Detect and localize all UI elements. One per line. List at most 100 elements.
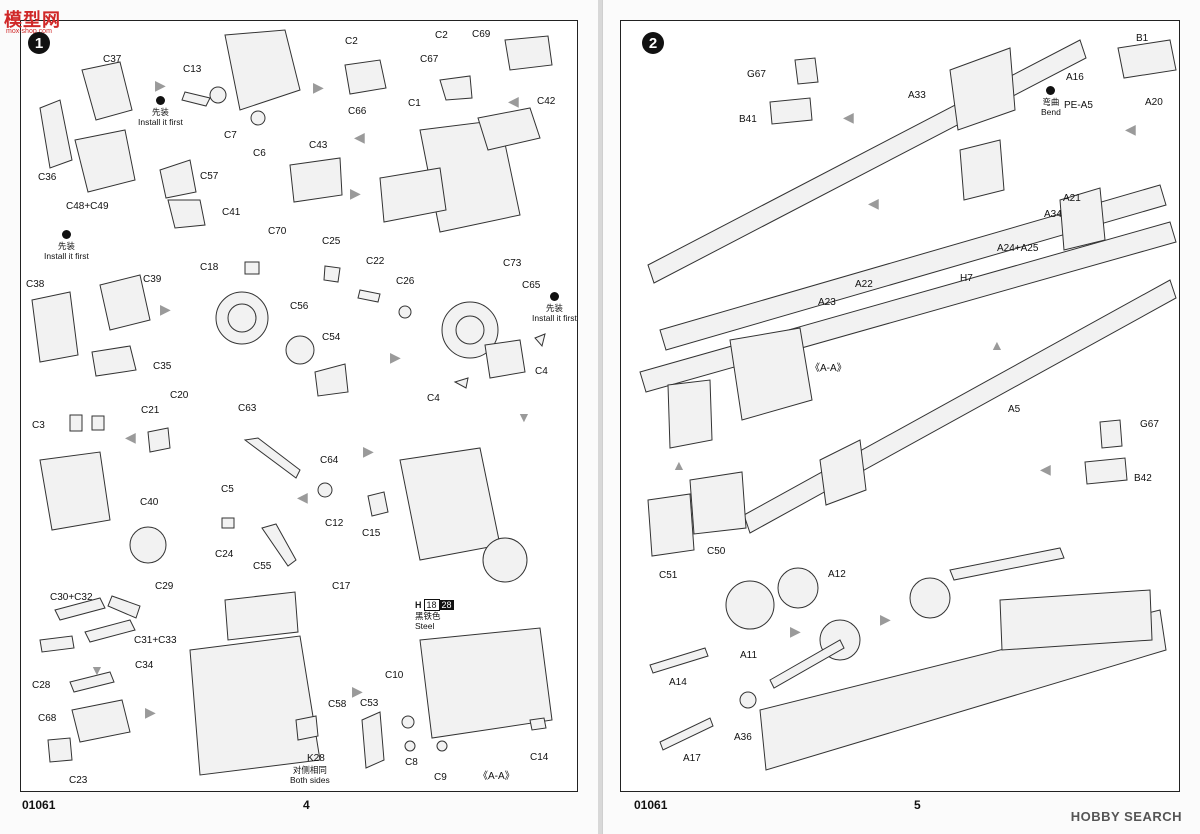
part-label: C63	[238, 403, 257, 414]
flow-arrow-icon: ▶	[155, 77, 166, 93]
right-page-frame	[620, 20, 1180, 792]
part-label: PE-A5	[1064, 100, 1093, 111]
part-label: A20	[1145, 97, 1163, 108]
flow-arrow-icon: ▼	[90, 662, 104, 678]
page-number: 5	[914, 798, 921, 812]
part-label: B1	[1136, 33, 1149, 44]
part-label: C42	[537, 96, 556, 107]
part-label: C36	[38, 172, 57, 183]
part-label: C64	[320, 455, 339, 466]
logo-watermark-url: mox-shop.com	[6, 28, 52, 35]
part-label: C29	[155, 581, 174, 592]
flow-arrow-icon: ▶	[313, 79, 324, 95]
flow-arrow-icon: ◀	[868, 195, 879, 211]
part-label: C66	[348, 106, 367, 117]
part-label: A24+A25	[997, 243, 1039, 254]
part-label: C57	[200, 171, 219, 182]
part-label: C40	[140, 497, 159, 508]
part-label: C56	[290, 301, 309, 312]
part-label: C50	[707, 546, 726, 557]
part-label: C38	[26, 279, 45, 290]
part-label: C51	[659, 570, 678, 581]
part-label: C3	[32, 420, 45, 431]
flow-arrow-icon: ▲	[672, 457, 686, 473]
flow-arrow-icon: ▲	[990, 337, 1004, 353]
step-1-badge: 1	[28, 32, 50, 54]
flow-arrow-icon: ◀	[125, 429, 136, 445]
hobby-search-watermark: HOBBY SEARCH	[1070, 809, 1182, 824]
flow-arrow-icon: ◀	[508, 93, 519, 109]
part-label: C22	[366, 256, 385, 267]
part-label: A16	[1066, 72, 1084, 83]
part-label: C34	[135, 660, 154, 671]
part-label: C37	[103, 54, 122, 65]
part-label: C18	[200, 262, 219, 273]
part-label: C21	[141, 405, 160, 416]
flow-arrow-icon: ◀	[354, 129, 365, 145]
part-label: A12	[828, 569, 846, 580]
part-label: C58	[328, 699, 347, 710]
flow-arrow-icon: ◀	[1125, 121, 1136, 137]
part-label: C20	[170, 390, 189, 401]
part-label: A34	[1044, 209, 1062, 220]
part-label: B42	[1134, 473, 1152, 484]
part-label: C26	[396, 276, 415, 287]
page-number: 4	[303, 798, 310, 812]
part-label: A33	[908, 90, 926, 101]
part-label: C69	[472, 29, 491, 40]
part-label: C2	[435, 30, 448, 41]
part-label: C10	[385, 670, 404, 681]
part-label: A17	[683, 753, 701, 764]
part-label: C48+C49	[66, 201, 109, 212]
part-label: C70	[268, 226, 287, 237]
part-label: C5	[221, 484, 234, 495]
part-label: A14	[669, 677, 687, 688]
part-label: C23	[69, 775, 88, 786]
section-aa-label: 《A-A》	[478, 771, 515, 782]
part-label: C43	[309, 140, 328, 151]
part-label: C13	[183, 64, 202, 75]
part-label: C30+C32	[50, 592, 93, 603]
part-label: C53	[360, 698, 379, 709]
flow-arrow-icon: ▶	[350, 185, 361, 201]
flow-arrow-icon: ▶	[160, 301, 171, 317]
part-label: C4	[535, 366, 548, 377]
flow-arrow-icon: ▶	[363, 443, 374, 459]
flow-arrow-icon: ▶	[390, 349, 401, 365]
part-label: C17	[332, 581, 351, 592]
part-label: C14	[530, 752, 549, 763]
flow-arrow-icon: ▶	[145, 704, 156, 720]
part-label: B41	[739, 114, 757, 125]
part-label: A22	[855, 279, 873, 290]
part-label: G67	[1140, 419, 1159, 430]
part-label: C54	[322, 332, 341, 343]
flow-arrow-icon: ◀	[843, 109, 854, 125]
step-2-badge: 2	[642, 32, 664, 54]
part-label: C39	[143, 274, 162, 285]
part-label: C24	[215, 549, 234, 560]
part-label: C4	[427, 393, 440, 404]
part-label: C73	[503, 258, 522, 269]
part-label: K28	[307, 753, 325, 764]
part-label: C7	[224, 130, 237, 141]
flow-arrow-icon: ▶	[352, 683, 363, 699]
part-label: C55	[253, 561, 272, 572]
product-code: 01061	[634, 798, 668, 812]
part-label: C35	[153, 361, 172, 372]
flow-arrow-icon: ◀	[1040, 461, 1051, 477]
part-label: C25	[322, 236, 341, 247]
logo-watermark: 模型网	[4, 10, 61, 30]
part-label: G67	[747, 69, 766, 80]
part-label: A11	[740, 650, 758, 661]
part-label: C31+C33	[134, 635, 177, 646]
flow-arrow-icon: ◀	[297, 489, 308, 505]
part-label: C15	[362, 528, 381, 539]
part-label: C65	[522, 280, 541, 291]
part-label: C6	[253, 148, 266, 159]
part-label: C8	[405, 757, 418, 768]
